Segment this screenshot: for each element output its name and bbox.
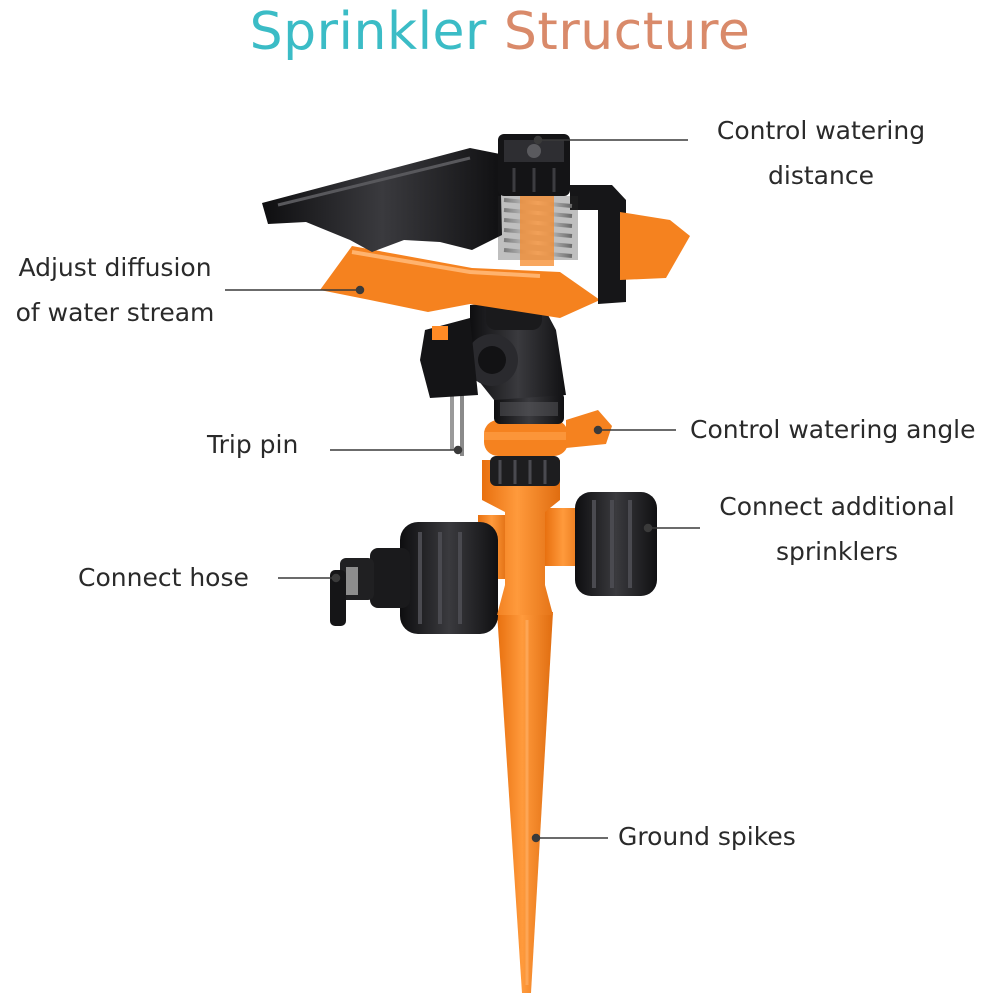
label-adjust-diffusion: Adjust diffusion of water stream xyxy=(0,245,230,335)
diffusion-arm xyxy=(320,246,600,318)
spring xyxy=(498,196,578,266)
label-diffusion-line1: Adjust diffusion xyxy=(18,253,212,282)
label-distance-line2: distance xyxy=(768,161,874,190)
impact-arm xyxy=(262,148,502,252)
label-hose-line1: Connect hose xyxy=(78,563,249,592)
label-ground-spikes: Ground spikes xyxy=(618,814,796,859)
label-additional-line1: Connect additional xyxy=(719,492,955,521)
label-diffusion-line2: of water stream xyxy=(15,298,215,327)
ground-spike xyxy=(497,612,553,993)
right-connector xyxy=(545,492,657,596)
label-trip-pin: Trip pin xyxy=(207,422,298,467)
label-angle-line1: Control watering angle xyxy=(690,415,976,444)
angle-collar xyxy=(484,410,612,456)
label-control-watering-angle: Control watering angle xyxy=(690,407,976,452)
label-additional-line2: sprinklers xyxy=(775,537,899,566)
hose-connector xyxy=(330,515,508,634)
distance-adjuster xyxy=(498,134,570,196)
label-connect-hose: Connect hose xyxy=(78,555,249,600)
label-trip-pin-line1: Trip pin xyxy=(207,430,299,459)
label-distance-line1: Control watering xyxy=(716,116,926,145)
label-control-watering-distance: Control watering distance xyxy=(690,108,952,198)
trip-pin xyxy=(450,386,464,456)
tee-body xyxy=(482,460,560,615)
title-word-sprinkler: Sprinkler xyxy=(249,2,487,62)
page-title: Sprinkler Structure xyxy=(0,0,1000,64)
label-spikes-line1: Ground spikes xyxy=(618,822,796,851)
title-word-structure: Structure xyxy=(503,2,751,62)
label-connect-additional-sprinklers: Connect additional sprinklers xyxy=(705,484,969,574)
